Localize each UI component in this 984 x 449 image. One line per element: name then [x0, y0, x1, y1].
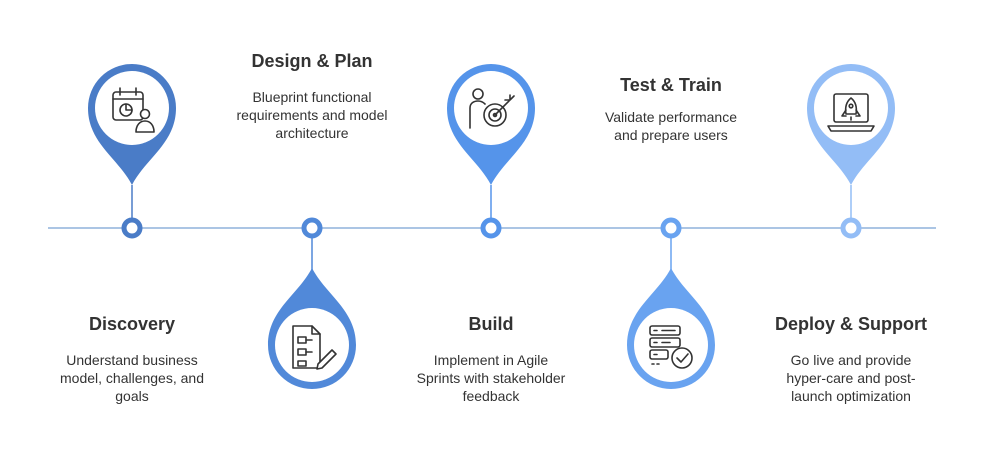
step-description-deploy-support: Go live and provide hyper-care and post-… [741, 351, 961, 405]
person-target-arrow-icon [469, 88, 515, 129]
step-title-design-plan: Design & Plan [251, 51, 373, 71]
description-line: feedback [462, 388, 520, 404]
step-title-build: Build [468, 314, 514, 334]
step-description-discovery: Understand business model, challenges, a… [22, 351, 242, 405]
description-line: Go live and provide [790, 352, 912, 368]
step-description-design-plan: Blueprint functional requirements and mo… [202, 88, 422, 142]
step-description-test-train: Validate performance and prepare users [561, 108, 781, 144]
icon-circle [454, 71, 528, 145]
step-test-train-marker [627, 217, 715, 389]
calendar-pie-chart-person-icon [112, 87, 155, 133]
description-line: hyper-care and post- [786, 370, 916, 386]
description-line: and prepare users [614, 127, 728, 143]
step-deploy-support-marker [807, 64, 895, 239]
description-line: Blueprint functional [252, 89, 372, 105]
step-title-deploy-support: Deploy & Support [775, 314, 927, 334]
description-line: Sprints with stakeholder [416, 370, 566, 386]
description-line: architecture [275, 125, 349, 141]
step-build-marker [447, 64, 535, 239]
description-line: goals [115, 388, 149, 404]
description-line: model, challenges, and [60, 370, 204, 386]
server-checkmark-icon [649, 325, 693, 369]
laptop-rocket-icon [827, 93, 875, 132]
icon-circle [275, 308, 349, 382]
timeline-node [121, 217, 143, 239]
step-design-plan-marker [267, 217, 357, 390]
step-title-discovery: Discovery [88, 314, 176, 334]
flowchart-document-pencil-icon [292, 325, 337, 370]
step-discovery-marker [88, 64, 176, 239]
step-title-test-train: Test & Train [620, 75, 722, 95]
step-description-build: Implement in Agile Sprints with stakehol… [381, 351, 601, 405]
description-line: launch optimization [791, 388, 911, 404]
description-line: Validate performance [604, 109, 738, 125]
timeline-node [840, 217, 862, 239]
timeline-node [301, 217, 323, 239]
timeline-node [660, 217, 682, 239]
description-line: Implement in Agile [433, 352, 549, 368]
description-line: Understand business [66, 352, 198, 368]
timeline-node [480, 217, 502, 239]
description-line: requirements and model [236, 107, 388, 123]
icon-circle [634, 308, 708, 382]
